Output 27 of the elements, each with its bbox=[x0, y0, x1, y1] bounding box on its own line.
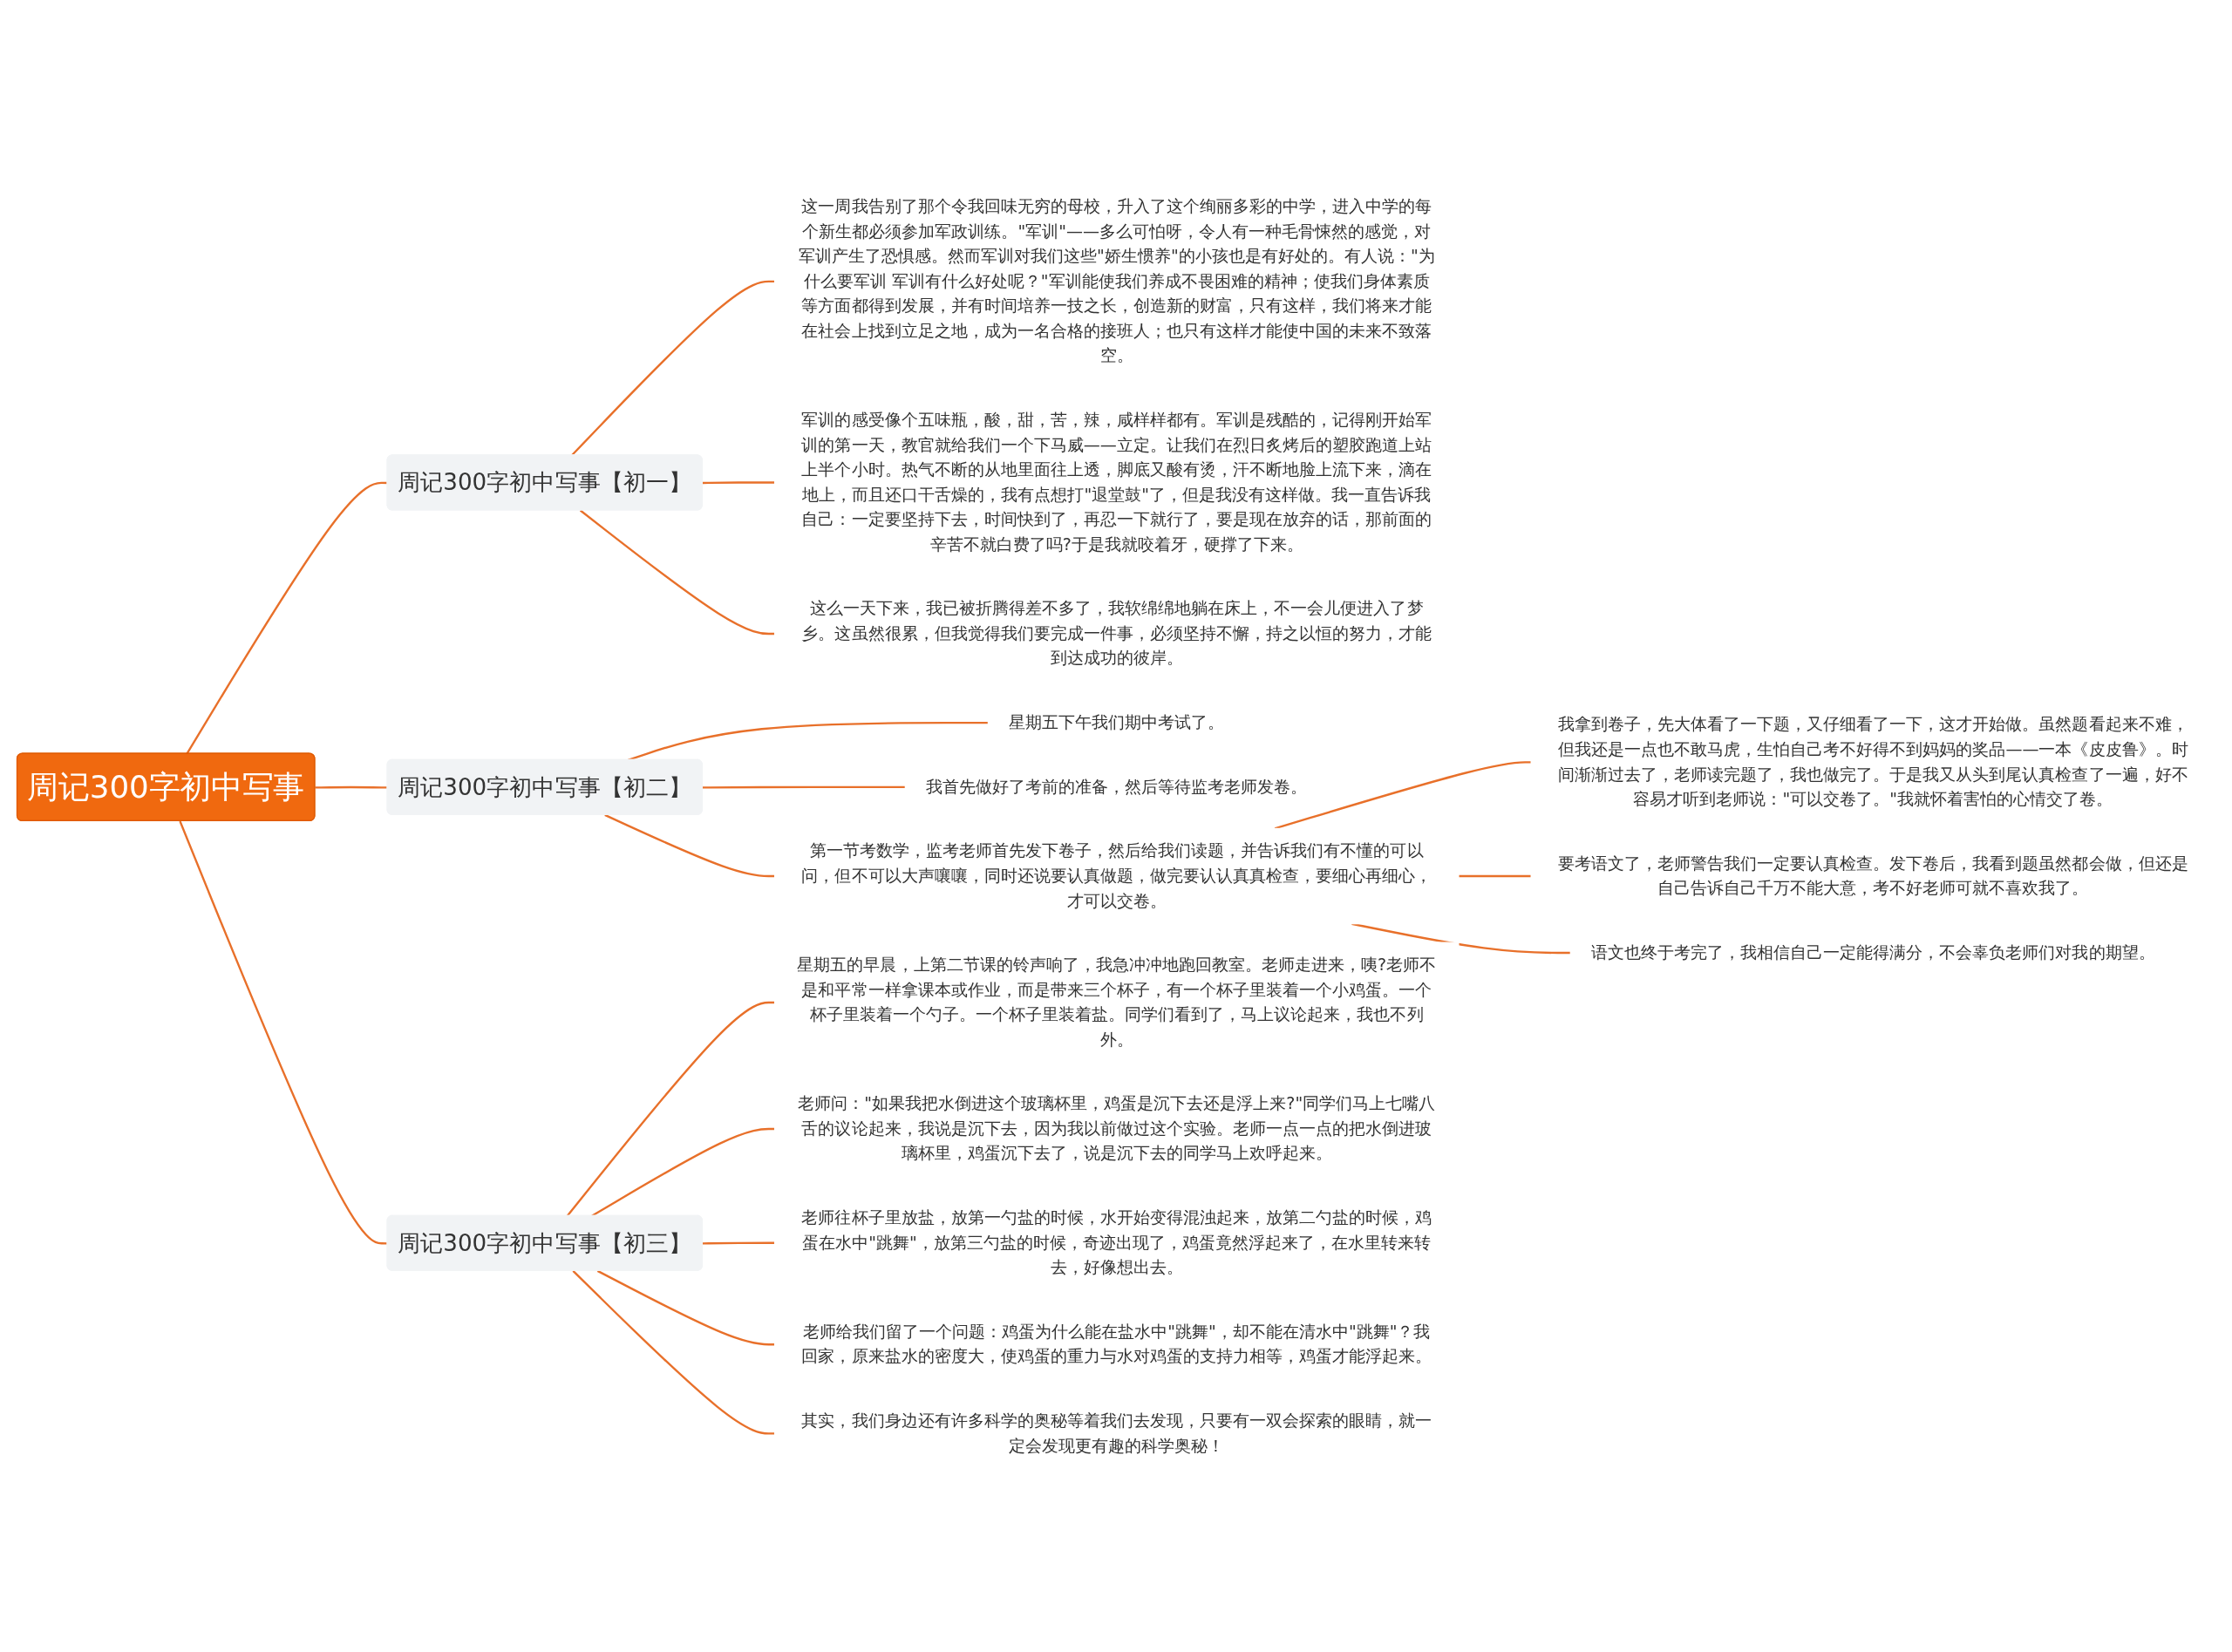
node-text: 要考语文了，老师警告我们一定要认真检查。发下卷后，我看到题虽然都会做，但还是自己告诉自己千万不能大意，考不好老师可就不喜欢我了。 bbox=[1558, 853, 2188, 898]
connector bbox=[579, 509, 775, 635]
node-text: 这么一天下来，我已被折腾得差不多了，我软绵绵地躺在床上，不一会儿便进入了梦乡。这虽然很累，但我觉得我们要完成一件事，必须坚持不懈，持之以恒的努力，才能到达成功的彼岸。 bbox=[801, 598, 1432, 668]
connector bbox=[570, 280, 775, 456]
node-text: 语文也终于考完了，我相信自己一定能得满分，不会辜负老师们对我的期望。 bbox=[1591, 942, 2155, 962]
connector bbox=[315, 785, 388, 789]
connector bbox=[186, 481, 388, 754]
connector bbox=[596, 1269, 775, 1345]
node-text: 我首先做好了考前的准备，然后等待监考老师发卷。 bbox=[926, 776, 1308, 797]
node-text: 星期五的早晨，上第二节课的铃声响了，我急冲冲地跑回教室。老师走进来，咦?老师不是和平常一样拿课本或作业，而是带来三个杯子，有一个杯子里装着一个小鸡蛋。一个杯子里装着一个勺子。一个杯子里装着盐。同学们看到了，马上议论起来，我也不列外。 bbox=[797, 954, 1437, 1050]
connector bbox=[702, 785, 906, 789]
node-text: 老师问："如果我把水倒进这个玻璃杯里，鸡蛋是沉下去还是浮上来?"同学们马上七嘴八舌的议论起来，我说是沉下去，因为我以前做过这个实验。老师一点一点的把水倒进玻璃杯里，鸡蛋沉下去了，说是沉下去的同学马上欢呼起来。 bbox=[798, 1093, 1436, 1163]
node-text: 其实，我们身边还有许多科学的奥秘等着我们去发现，只要有一双会探索的眼睛，就一定会发现更有趣的科学奥秘！ bbox=[801, 1410, 1432, 1455]
connector bbox=[572, 1269, 775, 1435]
connector bbox=[604, 813, 775, 877]
connector bbox=[702, 480, 775, 484]
connector bbox=[1458, 874, 1532, 877]
node-text: 老师往杯子里放盐，放第一勺盐的时候，水开始变得混浊起来，放第二勺盐的时候，鸡蛋在水中"跳舞"，放第三勺盐的时候，奇迹出现了，鸡蛋竟然浮起来了，在水里转来转去，好像想出去。 bbox=[801, 1207, 1432, 1277]
node-text: 老师给我们留了一个问题：鸡蛋为什么能在盐水中"跳舞"，却不能在清水中"跳舞"？我回家，原来盐水的密度大，使鸡蛋的重力与水对鸡蛋的支持力相等，鸡蛋才能浮起来。 bbox=[801, 1321, 1432, 1366]
connector bbox=[702, 1241, 775, 1245]
node-text: 这一周我告别了那个令我回味无穷的母校，升入了这个绚丽多彩的中学，进入中学的每个新生都必须参加军政训练。"军训"——多么可怕呀，令人有一种毛骨悚然的感觉，对军训产生了恐惧感。然而军训对我们这些"娇生惯养"的小孩也是有好处的。有人说："为什么要军训 军训有什么好处呢？"军训能使我们养成不畏困难的精神；使我们身体素质等方面都得到发展，并有时间培养一技之长，创造新的财富，只有这样，我们将来才能在社会上找到立足之地，成为一名合格的接班人；也只有这样才能使中国的未来不致落空。 bbox=[798, 195, 1435, 365]
node-text: 第一节考数学，监考老师首先发下卷子，然后给我们读题，并告诉我们有不懂的可以问，但不可以大声嚷嚷，同时还说要认真做题，做完要认认真真检查，要细心再细心，才可以交卷。 bbox=[801, 840, 1432, 910]
node-text: 星期五下午我们期中考试了。 bbox=[1009, 711, 1225, 732]
node-text: 军训的感受像个五味瓶，酸，甜，苦，辣，咸样样都有。军训是残酷的，记得刚开始军训的第一天，教官就给我们一个下马威——立定。让我们在烈日炙烤后的塑胶跑道上站上半个小时。热气不断的从地里面往上透，脚底又酸有烫，汗不断地脸上流下来，滴在地上，而且还口干舌燥的，我有点想打"退堂鼓"了，但是我没有这样做。我一直告诉我自己：一定要坚持下去，时间快到了，再忍一下就行了，要是现在放弃的话，那前面的辛苦不就白费了吗?于是我就咬着牙，硬撑了下来。 bbox=[801, 409, 1432, 554]
connector bbox=[179, 820, 388, 1245]
node-text: 我拿到卷子，先大体看了一下题，又仔细看了一下，这才开始做。虽然题看起来不难，但我还是一点也不敢马虎，生怕自己考不好得不到妈妈的奖品——一本《皮皮鲁》。时间渐渐过去了，老师读完题了，我也做完了。于是我又从头到尾认真检查了一遍，好不容易才听到老师说："可以交卷了。"我就怀着害怕的心情交了卷。 bbox=[1558, 714, 2188, 809]
connector bbox=[1351, 922, 1571, 954]
